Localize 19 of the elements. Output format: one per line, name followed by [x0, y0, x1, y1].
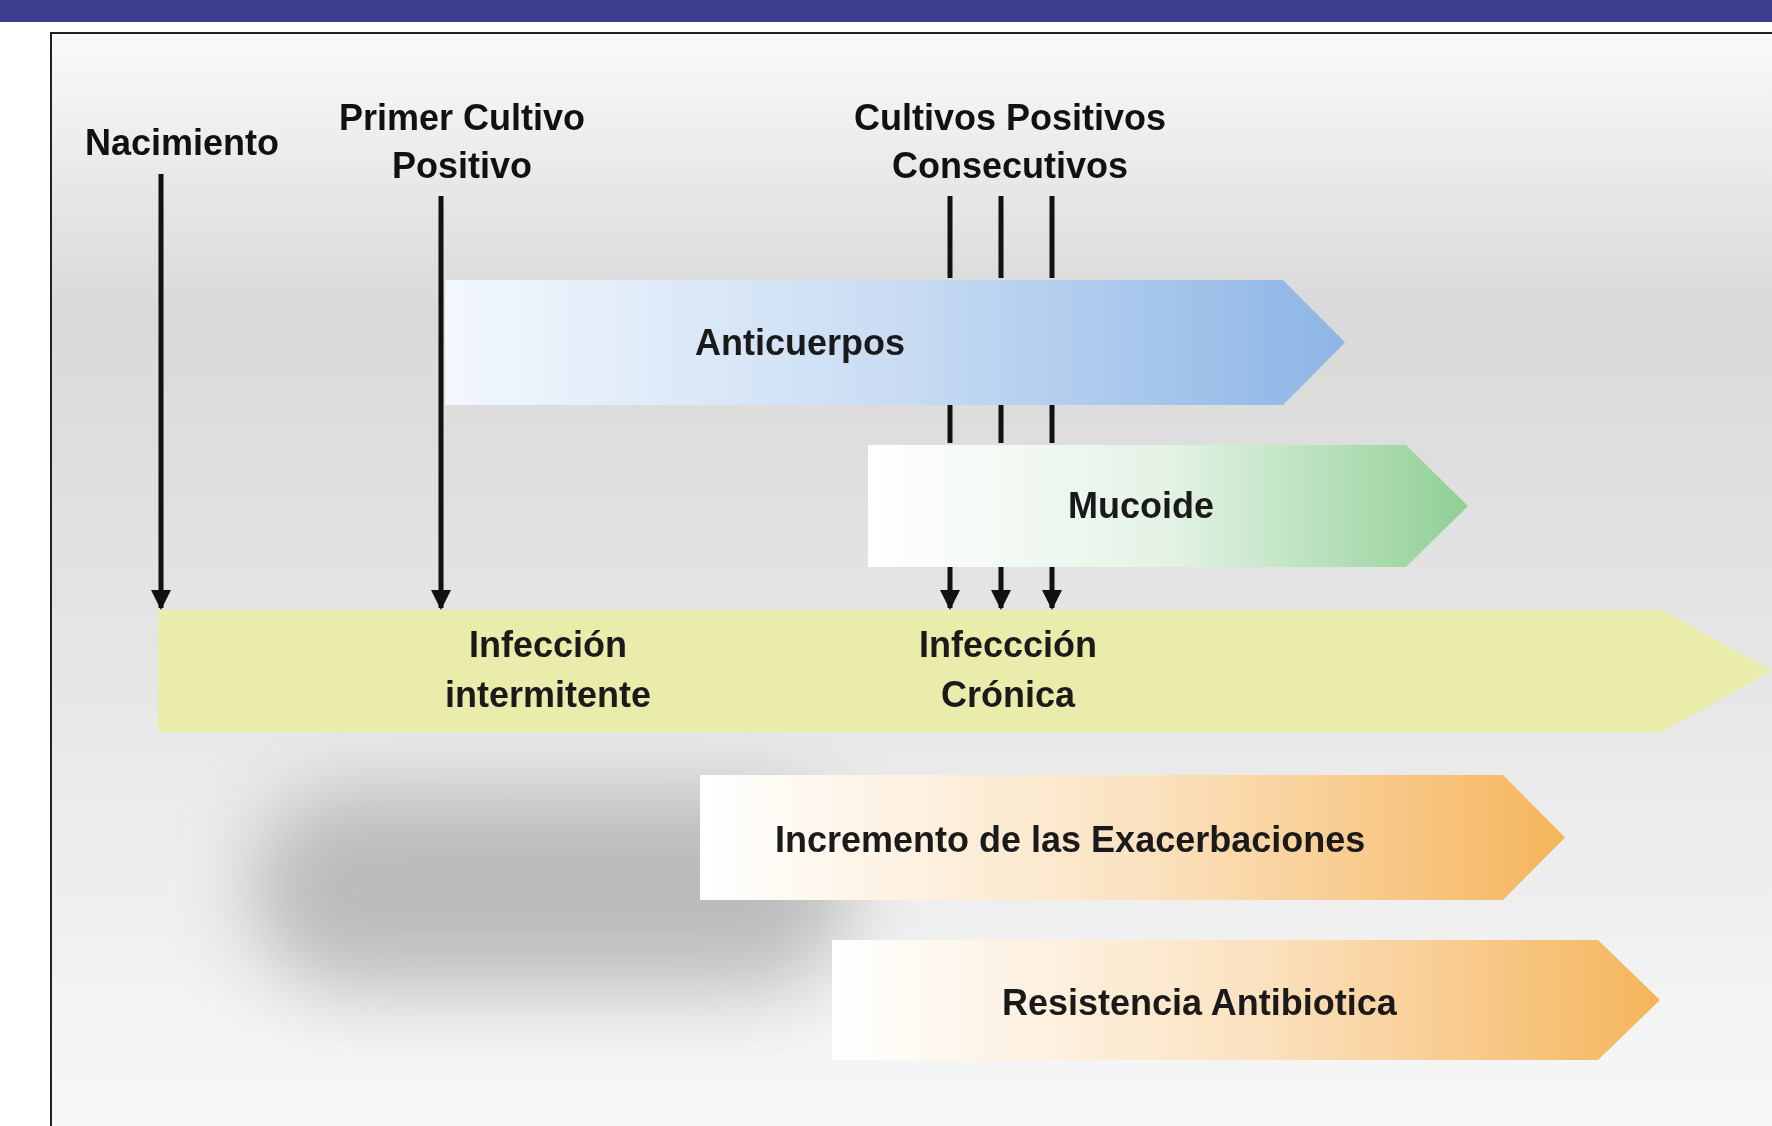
- timeline-event-label: Primer Cultivo Positivo: [312, 94, 612, 190]
- arrow: [940, 567, 960, 610]
- arrow: [431, 196, 451, 610]
- infection-timeline-band: [158, 610, 1772, 732]
- arrow: [991, 567, 1011, 610]
- arrow: [151, 174, 171, 610]
- exacerbation-phase-band: [700, 775, 1565, 900]
- arrow: [1042, 567, 1062, 610]
- phase-label: Resistencia Antibiotica: [1002, 981, 1397, 1025]
- phase-label: Infeccción Crónica: [917, 623, 1099, 717]
- phase-label: Anticuerpos: [695, 321, 906, 365]
- phase-label: Mucoide: [1068, 484, 1214, 528]
- phase-label: Infección intermitente: [443, 623, 652, 717]
- resistance-phase-band: [832, 940, 1660, 1060]
- timeline-event-label: Cultivos Positivos Consecutivos: [820, 94, 1200, 190]
- antibody-phase-band: [445, 280, 1345, 405]
- timeline-event-label: Nacimiento: [66, 118, 298, 168]
- phase-label: Incremento de las Exacerbaciones: [775, 818, 1366, 862]
- mucoid-phase-band: [868, 445, 1468, 567]
